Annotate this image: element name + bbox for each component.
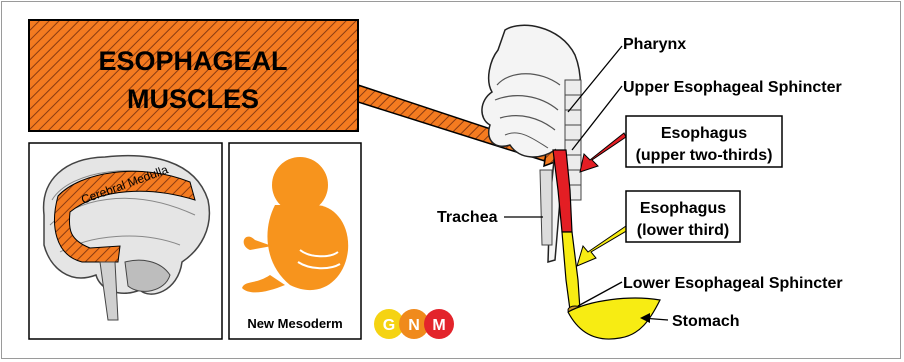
logo-letter-m: M bbox=[432, 317, 445, 334]
title-line1: ESOPHAGEAL bbox=[98, 46, 287, 76]
stomach-label: Stomach bbox=[672, 313, 740, 330]
embryo-label: New Mesoderm bbox=[247, 316, 342, 331]
esophagus-lower-label-1: Esophagus bbox=[640, 200, 726, 217]
trachea-shape bbox=[540, 170, 552, 245]
red-arrow bbox=[580, 133, 626, 172]
title-line2: MUSCLES bbox=[127, 84, 259, 114]
esophagus-lower bbox=[562, 232, 580, 310]
upper-sphincter-label: Upper Esophageal Sphincter bbox=[623, 79, 842, 96]
logo-letter-g: G bbox=[383, 317, 395, 334]
pharynx-label: Pharynx bbox=[623, 36, 686, 53]
lower-sphincter-label: Lower Esophageal Sphincter bbox=[623, 275, 843, 292]
trachea-label: Trachea bbox=[437, 209, 498, 226]
gnm-logo: G N M bbox=[374, 309, 454, 339]
esophagus-upper-label-2: (upper two-thirds) bbox=[636, 147, 773, 164]
yellow-arrow bbox=[577, 226, 628, 266]
logo-letter-n: N bbox=[408, 317, 420, 334]
esophagus-upper-label-1: Esophagus bbox=[661, 125, 747, 142]
esophagus-lower-label-2: (lower third) bbox=[637, 222, 729, 239]
